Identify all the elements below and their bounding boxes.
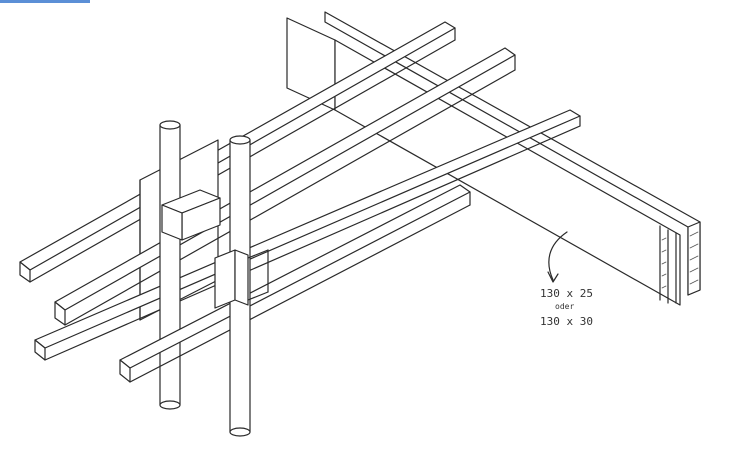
left-post (159, 120, 181, 410)
lower-back-rail (34, 109, 581, 361)
dimension-label-2: 130 x 30 (540, 315, 593, 328)
corner-mark (0, 0, 90, 3)
dimension-arrow (547, 231, 568, 283)
front-lower-rail (119, 184, 471, 383)
front-clamp (214, 249, 269, 309)
left-block (161, 189, 221, 241)
dimension-connector: oder (555, 302, 575, 311)
dimension-label-1: 130 x 25 (540, 287, 593, 300)
right-plank (324, 11, 701, 296)
